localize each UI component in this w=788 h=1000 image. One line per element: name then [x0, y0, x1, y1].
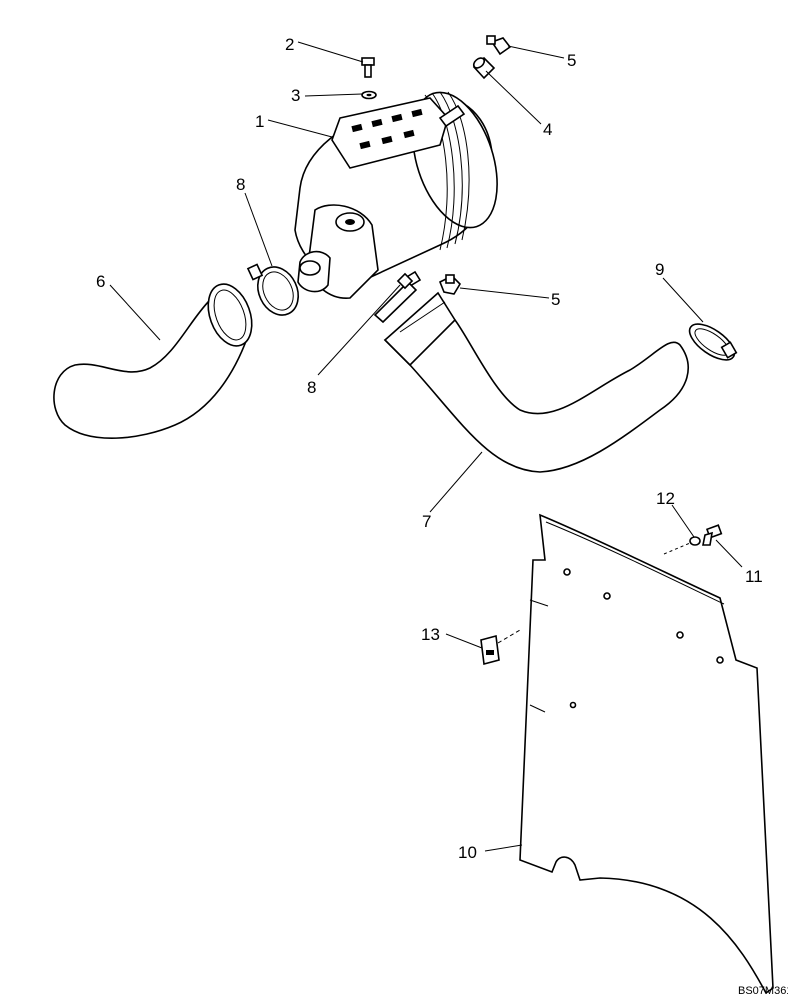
nut-part-12: [689, 536, 701, 546]
clip-part-13: [480, 634, 500, 666]
fitting-part-5-lower: [438, 274, 462, 295]
hose-part-7: [383, 291, 689, 473]
hose-connector-part-4: [472, 56, 496, 80]
callout-11: 11: [745, 567, 763, 586]
callout-8-upper: 8: [236, 175, 245, 194]
fitting-part-5-upper: [486, 35, 512, 56]
clamp-part-8-left: [246, 263, 300, 316]
callout-labels: 1 2 3 4 5 5 6 7 8 8 9 10 11 12 13: [96, 35, 763, 862]
callout-2: 2: [285, 35, 294, 54]
callout-13: 13: [421, 625, 440, 644]
clamp-part-8-middle: [373, 272, 418, 324]
washer-part-3: [361, 90, 377, 100]
callout-12: 12: [656, 489, 675, 508]
clamp-part-9: [688, 323, 738, 361]
screw-part-11: [702, 524, 723, 546]
callout-9: 9: [655, 260, 664, 279]
side-panel-part-10: [519, 513, 774, 995]
reference-code: BS07M361: [738, 985, 788, 997]
callout-7: 7: [422, 512, 431, 531]
callout-10: 10: [458, 843, 477, 862]
callout-4: 4: [543, 120, 552, 139]
air-cleaner-housing: [294, 91, 498, 299]
callout-6: 6: [96, 272, 105, 291]
bolt-part-2: [361, 57, 375, 78]
callout-3: 3: [291, 86, 300, 105]
callout-5-lower: 5: [551, 290, 560, 309]
callout-8-lower: 8: [307, 378, 316, 397]
leader-lines: [109, 41, 743, 852]
callout-5-upper: 5: [567, 51, 576, 70]
callout-1: 1: [255, 112, 264, 131]
hose-part-6: [53, 283, 253, 439]
